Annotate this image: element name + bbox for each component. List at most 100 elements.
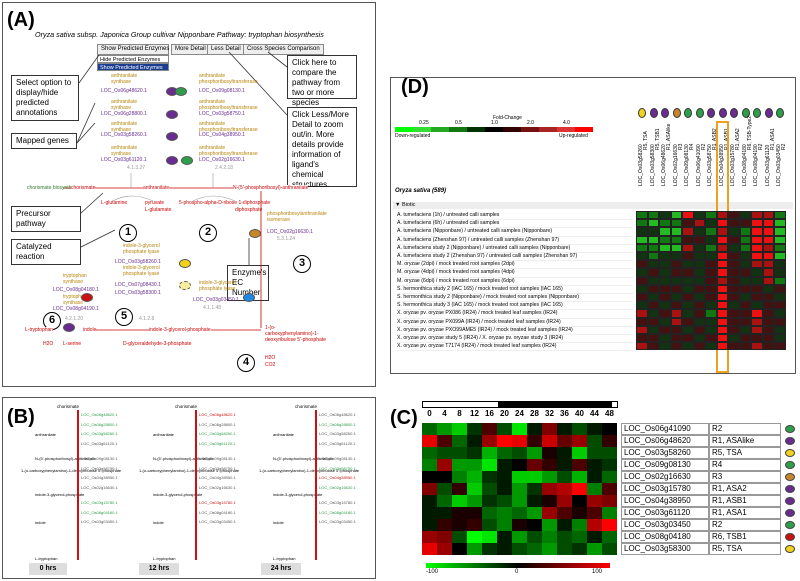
pathway-b-gene-1-7[interactable]: LOC_Os02g16630.1 [199,484,236,490]
pathway-b-compound-0-0[interactable]: anthranilate [35,432,56,437]
condition-row-label[interactable]: M. oryzae (6dpi) / mock treated root sam… [397,277,633,286]
condition-row-label[interactable]: A. tumefaciens study 2 (Zhenshan 97) / u… [397,252,633,262]
pathway-b-gene-2-6[interactable]: LOC_Os04g38950.1 [319,475,356,480]
condition-row-label[interactable]: A. tumefaciens study 2 (Nipponbare) / un… [397,244,633,253]
pathway-b-top-0[interactable]: chorismate [57,404,80,409]
pathway-b-gene-0-6[interactable]: LOC_Os04g38950.1 [81,475,118,480]
pathway-b-gene-2-1[interactable]: LOC_Os06g28800.1 [319,421,356,427]
pathway-b-gene-0-7[interactable]: LOC_Os02g16630.1 [81,484,118,490]
cross-species-button[interactable]: Cross Species Comparison [243,44,324,55]
condition-row-label[interactable]: X. oryzae pv. oryzae PXO99AME5 (IR24) / … [397,326,633,335]
pathway-b-gene-2-5[interactable]: LOC_Os03g58750.1 [319,465,356,471]
condition-row-label[interactable]: A. tumefaciens (Zhenshan 97) / untreated… [397,236,633,245]
compound-h2o-right[interactable]: H2O [265,355,276,361]
compound-gap[interactable]: D-glyceraldehyde-3-phosphate [123,341,192,347]
condition-row-label[interactable]: S. hermonthica study 2 (IAC 165) / mock … [397,285,633,294]
compound-cdrp[interactable]: 1-(o-carboxyphenylamino)-1-deoxyribulose… [265,325,326,343]
pathway-b-gene-1-2[interactable]: LOC_Os03g58260.1 [199,431,236,436]
condition-row-label[interactable]: M. oryzae (2dpi) / mock treated root sam… [397,260,633,270]
gene-trp-1[interactable]: LOC_Os08g04180.1 [53,287,99,293]
compound-l-glutamate[interactable]: L-glutamate [145,207,172,213]
pathway-b-compound-2-2[interactable]: 1-(o-carboxyphenylamino)-1-deoxyribulose… [259,468,360,473]
gene-igps-3[interactable]: LOC_Os03g58300.1 [115,290,161,296]
condition-row-label[interactable]: X. oryzae pv. oryzae T7174 (IR24) / mock… [397,342,633,352]
gene-mid-3[interactable]: LOC_Os04g38950.1 [199,132,245,138]
pathway-b-compound-2-1[interactable]: N-(5'-phosphoribosyl)-anthranilate [273,456,334,461]
gene-left-4[interactable]: LOC_Os03g61120.1 [101,157,147,163]
pathway-b-gene-1-0[interactable]: LOC_Os06g48620.1 [199,412,236,417]
gene-mid-1[interactable]: LOC_Os09g08130.1 [199,88,245,94]
compound-igp[interactable]: indole-3-glycerol-phosphate [149,327,211,333]
compound-h2o-left[interactable]: H2O [43,341,54,347]
pathway-b-compound-2-5[interactable]: L-tryptophan [273,556,296,561]
biotic-section[interactable]: ▼ Biotic [393,202,793,209]
pathway-b-gene-1-1[interactable]: LOC_Os06g28800.1 [199,421,236,427]
condition-row-label[interactable]: X. oryzae pv. oryzae PX086 (IR24) / mock… [397,309,633,319]
condition-row-label[interactable]: A. tumefaciens (Nipponbare) / untreated … [397,227,633,237]
gene-left-2[interactable]: LOC_Os06g28800.1 [101,111,147,117]
pathway-b-gene-0-5[interactable]: LOC_Os03g58750.1 [81,465,118,471]
pathway-b-compound-0-3[interactable]: indole-3-glycerol-phosphate [35,492,85,497]
compound-prpp-anth[interactable]: N-(5'-phosphoribosyl)-anthranilate [233,185,309,191]
compound-diphosphate[interactable]: diphosphate [235,207,263,213]
gene-left-1[interactable]: LOC_Os06g48620.1 [101,88,147,94]
pathway-b-gene-2-3[interactable]: LOC_Os03g61120.1 [319,440,356,446]
pathway-b-gene-2-10[interactable]: LOC_Os03g03450.1 [319,519,356,524]
pathway-b-compound-1-0[interactable]: anthranilate [153,432,174,437]
compound-indole[interactable]: indole [83,327,97,333]
pathway-b-gene-0-8[interactable]: LOC_Os03g15780.1 [81,500,118,505]
condition-row-label[interactable]: A. tumefaciens (1h) / untreated calli sa… [397,211,633,221]
pathway-b-gene-1-9[interactable]: LOC_Os08g04180.1 [199,509,236,515]
gene-pai[interactable]: LOC_Os02g16630.1 [267,229,313,235]
condition-row-label[interactable]: S. hermonthica study 3 (IAC 165) / mock … [397,301,633,311]
pathway-b-compound-0-4[interactable]: indole [35,520,46,525]
pathway-b-gene-2-9[interactable]: LOC_Os08g04180.1 [319,509,356,515]
pathway-b-gene-0-10[interactable]: LOC_Os03g03450.1 [81,519,118,524]
pathway-b-gene-0-9[interactable]: LOC_Os08g04180.1 [81,509,118,515]
pathway-b-compound-1-5[interactable]: L-tryptophan [153,556,176,561]
pathway-b-gene-0-4[interactable]: LOC_Os09g08130.1 [81,456,118,461]
pathway-b-compound-1-3[interactable]: indole-3-glycerol-phosphate [153,492,203,497]
condition-row-label[interactable]: X. oryzae pv. oryzae PX099A (IR24) / moc… [397,318,633,327]
condition-row-label[interactable]: A. tumefaciens (6h) / untreated calli sa… [397,219,633,229]
pathway-b-compound-0-2[interactable]: 1-(o-carboxyphenylamino)-1-deoxyribulose… [21,468,122,473]
pathway-b-compound-1-1[interactable]: N-(5'-phosphoribosyl)-anthranilate [153,456,214,461]
pathway-b-compound-1-4[interactable]: indole [153,520,164,525]
dropdown-option-hide[interactable]: Hide Predicted Enzymes [97,55,169,63]
compound-l-serine[interactable]: L-serine [63,341,82,347]
gene-igps-2[interactable]: LOC_Os07g08430.1 [115,282,161,288]
pathway-b-gene-0-0[interactable]: LOC_Os06g48620.1 [81,412,118,417]
pathway-b-gene-2-7[interactable]: LOC_Os02g16630.1 [319,484,356,490]
pathway-b-gene-0-1[interactable]: LOC_Os06g28800.1 [81,421,118,427]
gene-left-3[interactable]: LOC_Os03g58260.1 [101,132,147,138]
pathway-b-gene-1-6[interactable]: LOC_Os04g38950.1 [199,475,236,480]
compound-chorismate[interactable]: chorismate [71,185,96,191]
compound-prpp[interactable]: 5-phospho-alpha-D-ribose 1-diphosphate [179,200,271,206]
gene-mid-4[interactable]: LOC_Os02g16630.1 [199,157,245,163]
pathway-b-compound-2-4[interactable]: indole [273,520,284,525]
condition-row-label[interactable]: M. oryzae (4dpi) / mock treated root sam… [397,268,633,278]
pathway-b-compound-0-1[interactable]: N-(5'-phosphoribosyl)-anthranilate [35,456,96,461]
pathway-b-gene-1-8[interactable]: LOC_Os03g15780.1 [199,500,236,505]
compound-chorismate-biosynthesis[interactable]: chorismate biosynthesis [27,185,81,191]
pathway-b-gene-2-8[interactable]: LOC_Os03g15780.1 [319,500,356,505]
pathway-b-compound-0-5[interactable]: L-tryptophan [35,556,58,561]
pathway-b-top-1[interactable]: chorismate [175,404,198,409]
pathway-b-compound-1-2[interactable]: 1-(o-carboxyphenylamino)-1-deoxyribulose… [139,468,240,473]
pathway-b-top-2[interactable]: chorismate [295,404,318,409]
pathway-b-gene-1-4[interactable]: LOC_Os09g08130.1 [199,456,236,461]
pathway-b-gene-2-4[interactable]: LOC_Os09g08130.1 [319,456,356,461]
pathway-b-gene-1-3[interactable]: LOC_Os03g61120.1 [199,440,236,446]
gene-trp-2[interactable]: LOC_Os08g04190.1 [53,306,99,312]
pathway-b-gene-1-5[interactable]: LOC_Os03g58750.1 [199,465,236,471]
pathway-b-gene-0-2[interactable]: LOC_Os03g58260.1 [81,431,118,436]
gene-igl[interactable]: LOC_Os03g03450.1 [193,297,239,303]
gene-mid-2[interactable]: LOC_Os03g58750.1 [199,111,245,117]
gene-igps-1[interactable]: LOC_Os03g58260.1 [115,259,161,265]
dropdown-option-show[interactable]: Show Predicted Enzymes [97,63,169,71]
compound-anthranilate[interactable]: anthranilate [143,185,170,191]
pathway-b-gene-0-3[interactable]: LOC_Os03g61120.1 [81,440,118,446]
pathway-b-gene-1-10[interactable]: LOC_Os03g03450.1 [199,519,236,524]
pathway-b-gene-2-2[interactable]: LOC_Os03g58260.1 [319,431,356,436]
pathway-b-gene-2-0[interactable]: LOC_Os06g48620.1 [319,412,356,417]
